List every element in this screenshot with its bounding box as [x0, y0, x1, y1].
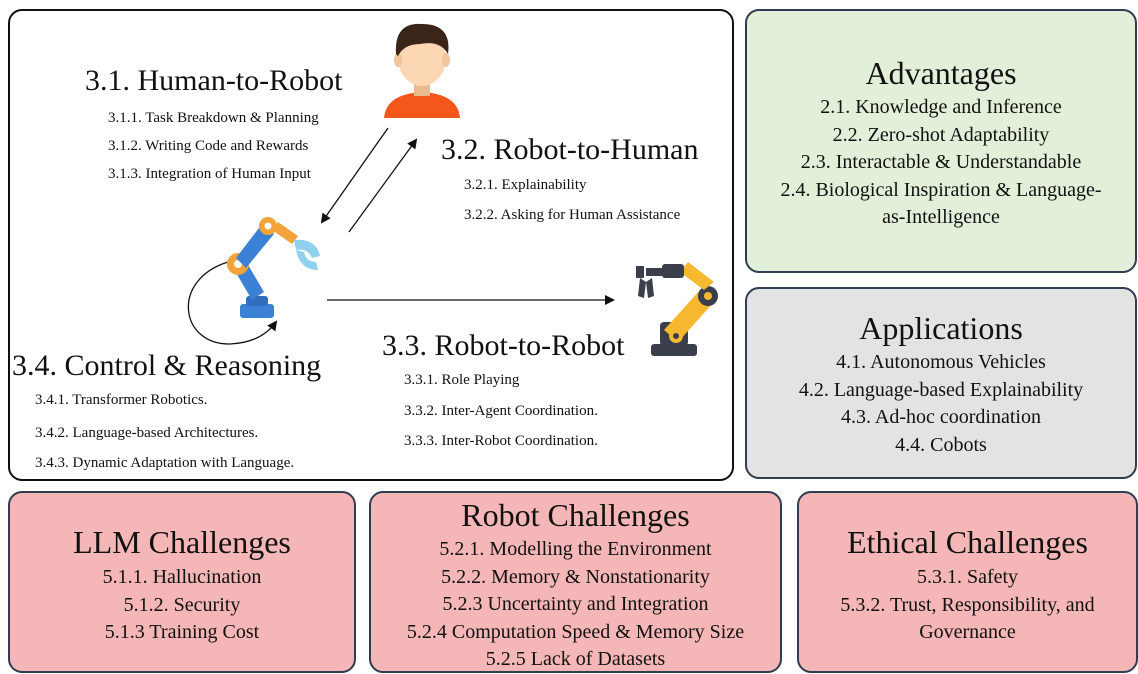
ethical-challenges-title: Ethical Challenges: [847, 524, 1088, 560]
ethical-challenges-item: Governance: [919, 621, 1016, 643]
control-reasoning-item: 3.4.1. Transformer Robotics.: [35, 392, 208, 408]
advantages-item: 2.3. Interactable & Understandable: [800, 151, 1082, 173]
robot-to-robot-item: 3.3.1. Role Playing: [404, 372, 520, 388]
applications-item: 4.2. Language-based Explainability: [798, 378, 1084, 401]
applications-item: 4.4. Cobots: [895, 433, 987, 456]
robot-challenges-list: 5.2.1. Modelling the Environment 5.2.2. …: [371, 536, 780, 674]
applications-list: 4.1. Autonomous Vehicles 4.2. Language-b…: [747, 349, 1135, 459]
robot-challenges-item: 5.2.1. Modelling the Environment: [439, 538, 712, 560]
control-reasoning-item: 3.4.3. Dynamic Adaptation with Language.: [35, 455, 295, 471]
llm-challenges-list: 5.1.1. Hallucination 5.1.2. Security 5.1…: [10, 564, 354, 647]
llm-challenges-panel: LLM Challenges 5.1.1. Hallucination 5.1.…: [8, 491, 356, 673]
advantages-item: 2.4. Biological Inspiration & Language-: [780, 178, 1102, 201]
advantages-list: 2.1. Knowledge and Inference 2.2. Zero-s…: [747, 94, 1135, 232]
robot-to-robot-item: 3.3.3. Inter-Robot Coordination.: [404, 433, 598, 449]
llm-challenges-item: 5.1.2. Security: [123, 593, 241, 616]
robot-to-human-item: 3.2.2. Asking for Human Assistance: [464, 207, 681, 223]
robot-to-robot-title: 3.3. Robot-to-Robot: [382, 329, 625, 362]
applications-item: 4.1. Autonomous Vehicles: [836, 351, 1046, 373]
robot-challenges-panel: Robot Challenges 5.2.1. Modelling the En…: [369, 491, 782, 673]
advantages-item: as-Intelligence: [882, 206, 1000, 228]
advantages-title: Advantages: [865, 55, 1017, 91]
robot-challenges-item: 5.2.3 Uncertainty and Integration: [442, 593, 709, 615]
llm-challenges-title: LLM Challenges: [73, 524, 291, 560]
robot-to-human-title: 3.2. Robot-to-Human: [441, 133, 699, 166]
robot-challenges-item: 5.2.4 Computation Speed & Memory Size: [406, 620, 745, 643]
human-to-robot-title: 3.1. Human-to-Robot: [85, 64, 343, 97]
applications-item: 4.3. Ad-hoc coordination: [841, 406, 1041, 428]
human-to-robot-item: 3.1.3. Integration of Human Input: [108, 166, 311, 182]
llm-challenges-item: 5.1.3 Training Cost: [104, 621, 260, 643]
applications-title: Applications: [859, 310, 1023, 346]
control-reasoning-title: 3.4. Control & Reasoning: [12, 349, 322, 382]
robot-challenges-item: 5.2.5 Lack of Datasets: [485, 648, 666, 670]
ethical-challenges-list: 5.3.1. Safety 5.3.2. Trust, Responsibili…: [799, 564, 1136, 647]
human-to-robot-item: 3.1.2. Writing Code and Rewards: [108, 138, 309, 154]
robot-to-robot-item: 3.3.2. Inter-Agent Coordination.: [404, 403, 598, 419]
llm-challenges-item: 5.1.1. Hallucination: [102, 566, 262, 588]
robot-challenges-item: 5.2.2. Memory & Nonstationarity: [441, 565, 710, 588]
control-reasoning-item: 3.4.2. Language-based Architectures.: [35, 425, 259, 441]
ethical-challenges-item: 5.3.2. Trust, Responsibility, and: [840, 593, 1095, 616]
robot-to-human-item: 3.2.1. Explainability: [464, 177, 587, 193]
ethical-challenges-panel: Ethical Challenges 5.3.1. Safety 5.3.2. …: [797, 491, 1138, 673]
advantages-panel: Advantages 2.1. Knowledge and Inference …: [745, 9, 1137, 273]
ethical-challenges-item: 5.3.1. Safety: [916, 566, 1019, 588]
advantages-item: 2.2. Zero-shot Adaptability: [832, 123, 1050, 146]
applications-panel: Applications 4.1. Autonomous Vehicles 4.…: [745, 287, 1137, 479]
human-to-robot-item: 3.1.1. Task Breakdown & Planning: [108, 110, 319, 126]
communication-panel: [8, 9, 734, 481]
robot-challenges-title: Robot Challenges: [461, 497, 690, 533]
advantages-item: 2.1. Knowledge and Inference: [820, 96, 1062, 118]
